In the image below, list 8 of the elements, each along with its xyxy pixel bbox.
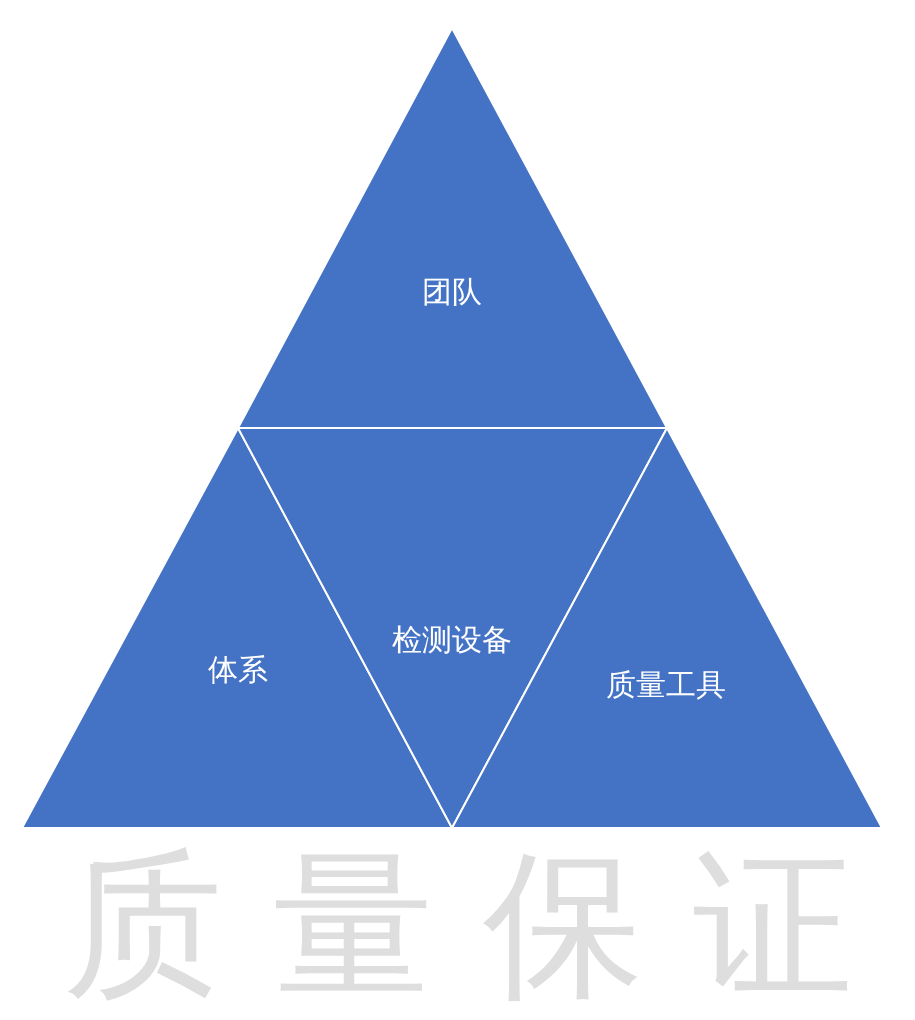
triangle-segment	[22, 428, 452, 828]
segment-label: 体系	[208, 650, 268, 689]
triangle-segment	[238, 28, 667, 428]
segment-label: 质量工具	[606, 665, 726, 704]
segment-label: 检测设备	[392, 620, 512, 659]
segment-label: 团队	[422, 272, 482, 311]
triangle-segment	[238, 428, 667, 828]
triangle-segment	[452, 428, 882, 828]
